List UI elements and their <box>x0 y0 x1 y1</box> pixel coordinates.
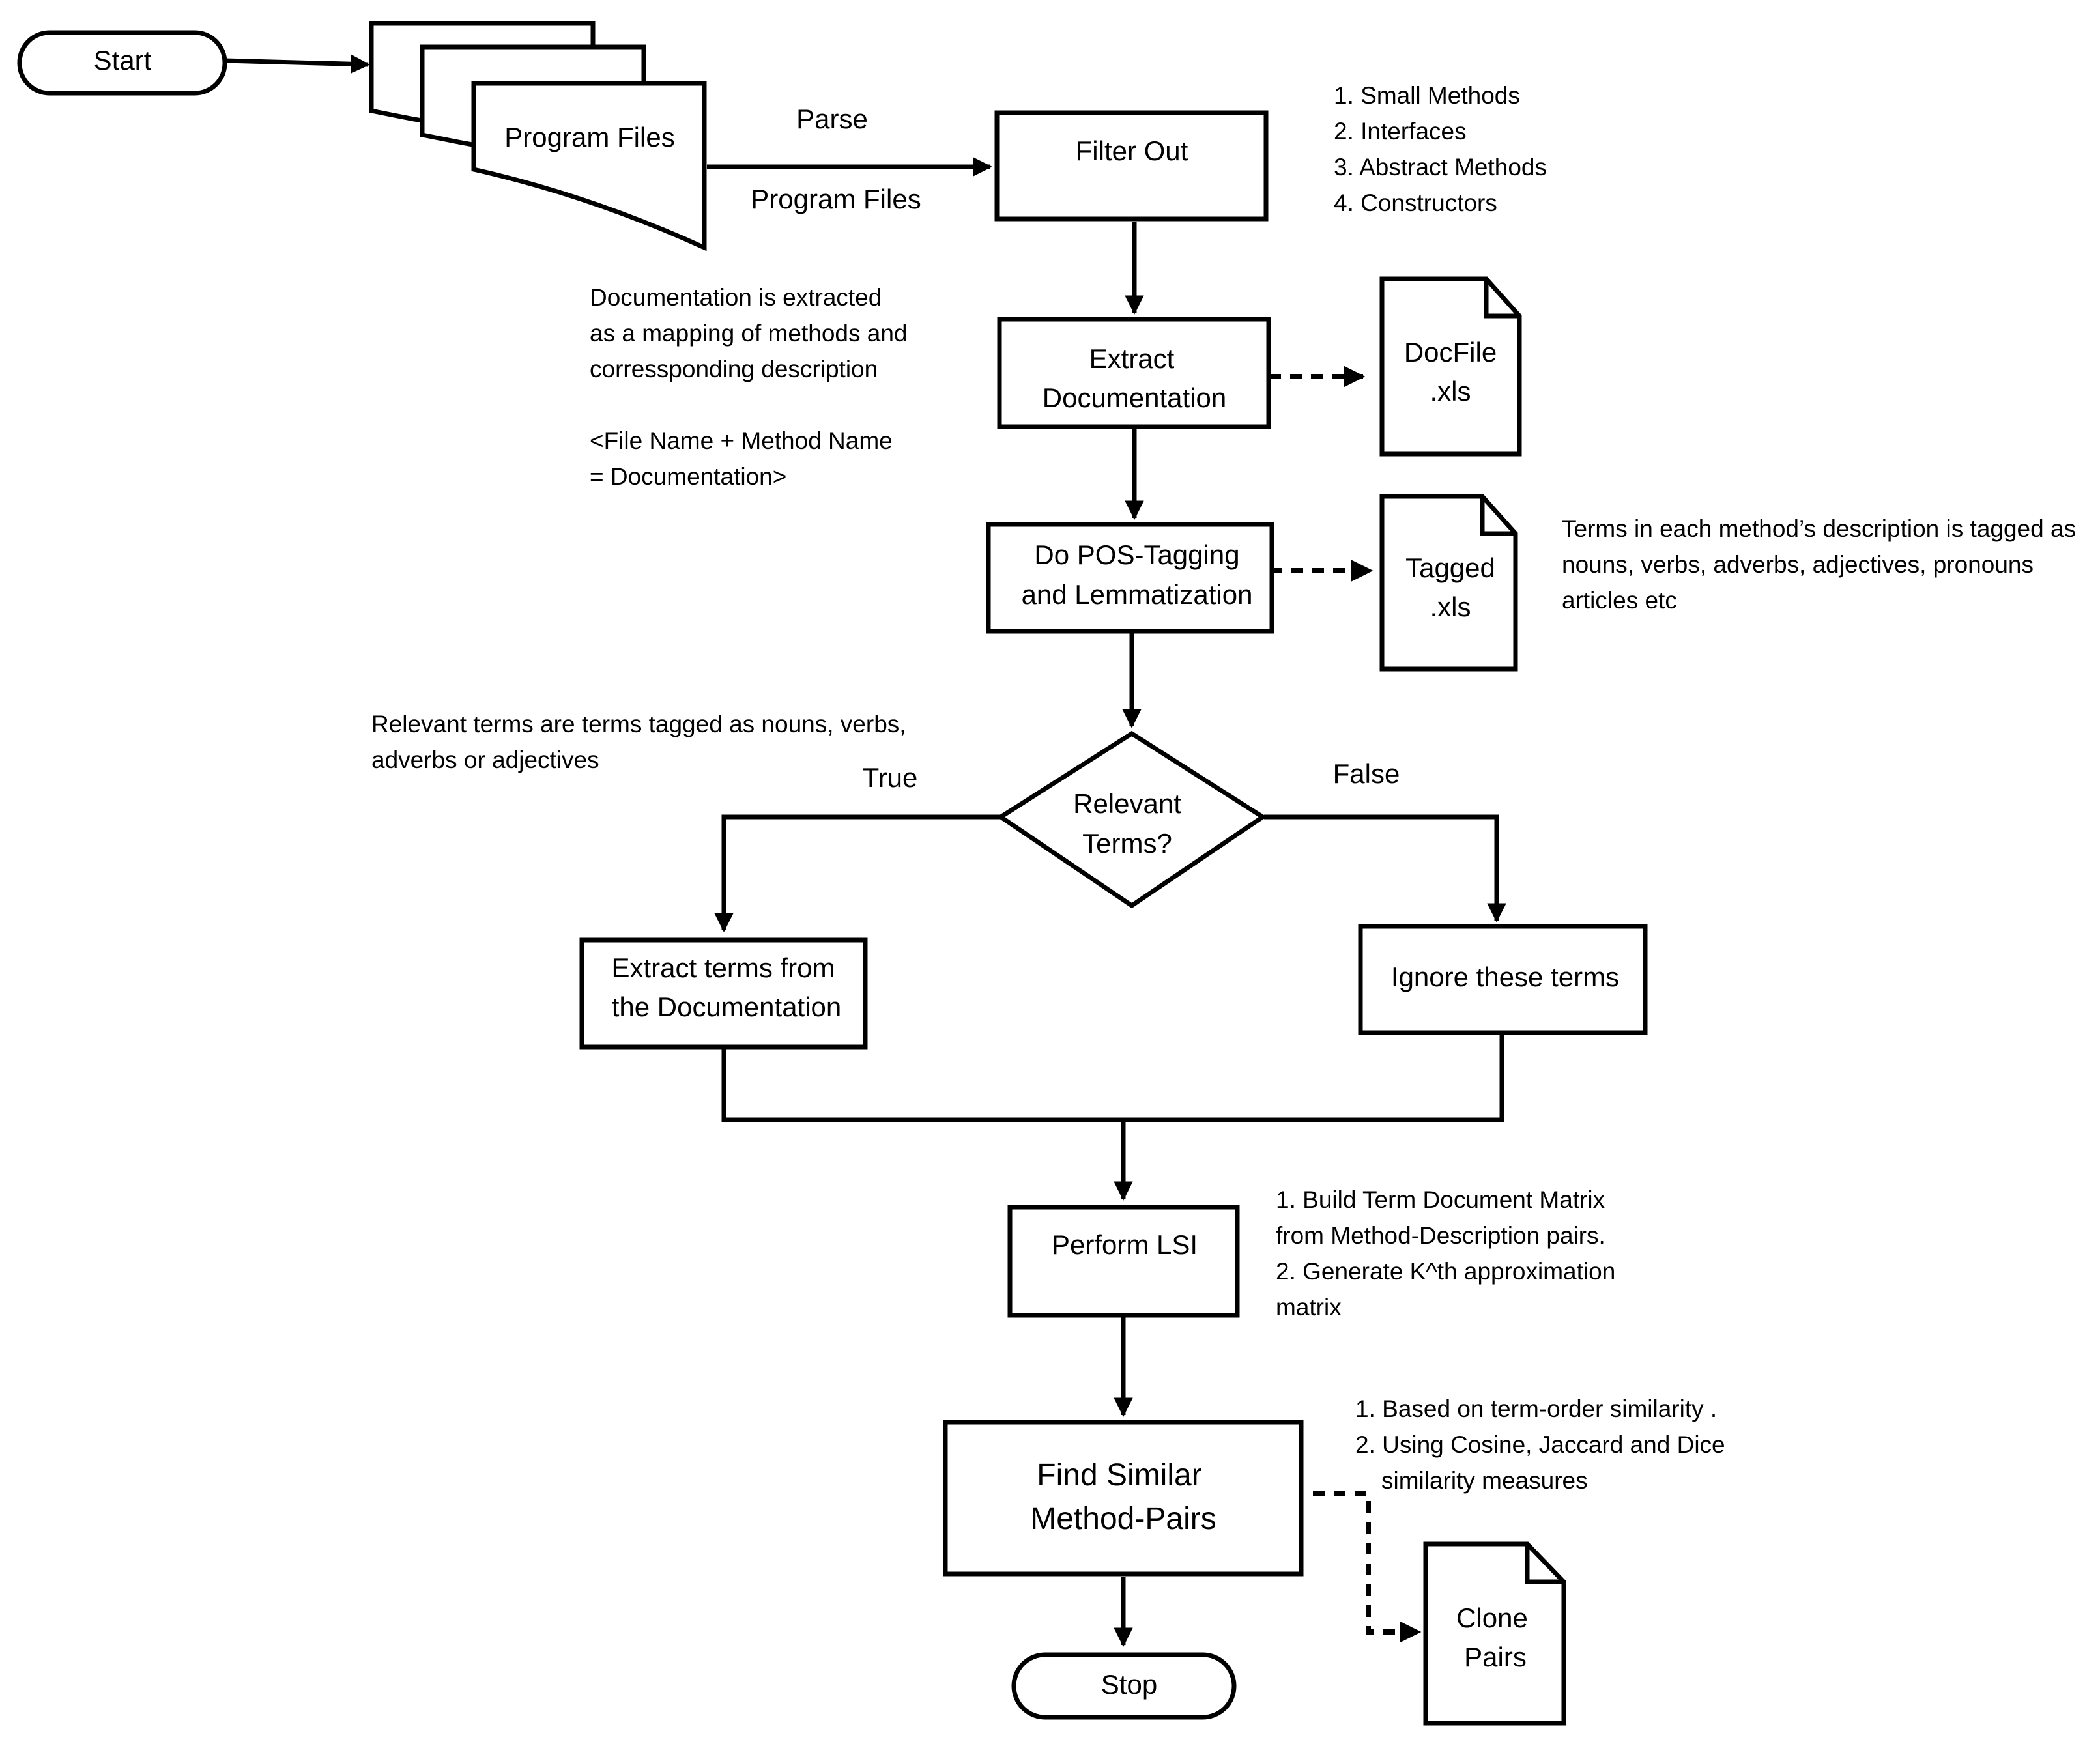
edge-merge-line <box>721 1035 1504 1122</box>
relevant-note-line: Relevant terms are terms tagged as nouns… <box>371 711 906 737</box>
tagging-note: Terms in each method’s description is ta… <box>1562 515 2076 614</box>
filter-note: 1. Small Methods 2. Interfaces 3. Abstra… <box>1334 82 1547 216</box>
similarity-note-line: similarity measures <box>1381 1467 1588 1494</box>
edge-label-parse: Parse <box>796 104 868 134</box>
clone-pairs-document <box>1423 1541 1566 1726</box>
edge-false-branch <box>1264 814 1506 922</box>
tagging-note-line: nouns, verbs, adverbs, adjectives, prono… <box>1562 551 2034 578</box>
find-similar-box <box>943 1420 1304 1577</box>
start-terminal <box>17 30 227 96</box>
extract-terms-label-1: Extract terms from <box>611 952 835 983</box>
tagged-label-1: Tagged <box>1405 552 1495 583</box>
relevant-note: Relevant terms are terms tagged as nouns… <box>371 711 906 773</box>
edges <box>225 54 1506 1647</box>
lsi-note-line: from Method-Description pairs. <box>1276 1222 1605 1249</box>
lsi-note-line: 1. Build Term Document Matrix <box>1276 1186 1605 1213</box>
filter-note-line: 3. Abstract Methods <box>1334 154 1547 180</box>
stop-label: Stop <box>1101 1669 1157 1700</box>
edge-label-false: False <box>1333 758 1400 789</box>
relevant-terms-label-1: Relevant <box>1073 788 1181 819</box>
filter-note-line: 2. Interfaces <box>1334 118 1467 145</box>
perform-lsi-label: Perform LSI <box>1052 1229 1198 1260</box>
documentation-note-line: <File Name + Method Name <box>590 427 893 454</box>
relevant-terms-decision <box>996 730 1267 909</box>
relevant-terms-label-2: Terms? <box>1082 828 1172 859</box>
similarity-note: 1. Based on term-order similarity . 2. U… <box>1355 1395 1725 1494</box>
extract-documentation-label-2: Documentation <box>1043 382 1227 413</box>
find-similar-label-2: Method-Pairs <box>1030 1502 1216 1536</box>
docfile-label-2: .xls <box>1430 376 1471 407</box>
edge-similar-to-clone <box>1313 1491 1422 1643</box>
program-files-label: Program Files <box>504 122 674 152</box>
tagged-fold <box>1480 496 1516 536</box>
lsi-note-line: 2. Generate K^th approximation <box>1276 1258 1615 1285</box>
extract-documentation-label-1: Extract <box>1089 343 1175 374</box>
extract-terms-label-2: the Documentation <box>612 992 842 1022</box>
clone-pairs-label-1: Clone <box>1456 1603 1528 1633</box>
docfile-document <box>1379 276 1522 457</box>
similarity-note-line: 1. Based on term-order similarity . <box>1355 1395 1717 1422</box>
documentation-note-line: Documentation is extracted <box>590 284 882 311</box>
similarity-note-line: 2. Using Cosine, Jaccard and Dice <box>1355 1431 1725 1458</box>
ignore-terms-label: Ignore these terms <box>1391 962 1619 992</box>
pos-tagging-label-2: and Lemmatization <box>1022 579 1253 610</box>
program-files-stack <box>369 21 707 251</box>
start-label: Start <box>94 45 152 76</box>
edge-start-to-files <box>225 54 370 74</box>
filter-note-line: 4. Constructors <box>1334 190 1497 216</box>
edge-true-branch <box>714 814 1000 932</box>
documentation-note-line: corressponding description <box>590 356 878 382</box>
edge-label-true: True <box>863 762 918 793</box>
lsi-note: 1. Build Term Document Matrix from Metho… <box>1276 1186 1615 1321</box>
docfile-fold <box>1484 279 1519 319</box>
extract-documentation-box <box>997 317 1271 429</box>
clone-pairs-fold <box>1525 1544 1564 1584</box>
extract-terms-box <box>579 937 868 1050</box>
pos-tagging-label-1: Do POS-Tagging <box>1034 539 1239 570</box>
filter-out-box <box>994 110 1269 222</box>
stop-terminal <box>1011 1652 1237 1720</box>
find-similar-label-1: Find Similar <box>1037 1458 1201 1493</box>
filter-note-line: 1. Small Methods <box>1334 82 1520 109</box>
tagging-note-line: articles etc <box>1562 587 1677 614</box>
documentation-note: Documentation is extracted as a mapping … <box>590 284 908 490</box>
tagging-note-line: Terms in each method’s description is ta… <box>1562 515 2076 542</box>
ignore-terms-box <box>1358 924 1648 1035</box>
tagged-label-2: .xls <box>1430 592 1471 622</box>
perform-lsi-box <box>1007 1205 1240 1318</box>
documentation-note-line: as a mapping of methods and <box>590 320 908 347</box>
relevant-note-line: adverbs or adjectives <box>371 747 599 773</box>
clone-pairs-label-2: Pairs <box>1464 1642 1527 1672</box>
docfile-label-1: DocFile <box>1404 337 1497 367</box>
documentation-note-line: = Documentation> <box>590 463 786 490</box>
filter-out-label: Filter Out <box>1076 136 1188 166</box>
lsi-note-line: matrix <box>1276 1294 1342 1321</box>
tagged-document <box>1379 494 1518 672</box>
edge-label-program-files: Program Files <box>751 184 921 214</box>
pos-tagging-box <box>986 522 1274 634</box>
